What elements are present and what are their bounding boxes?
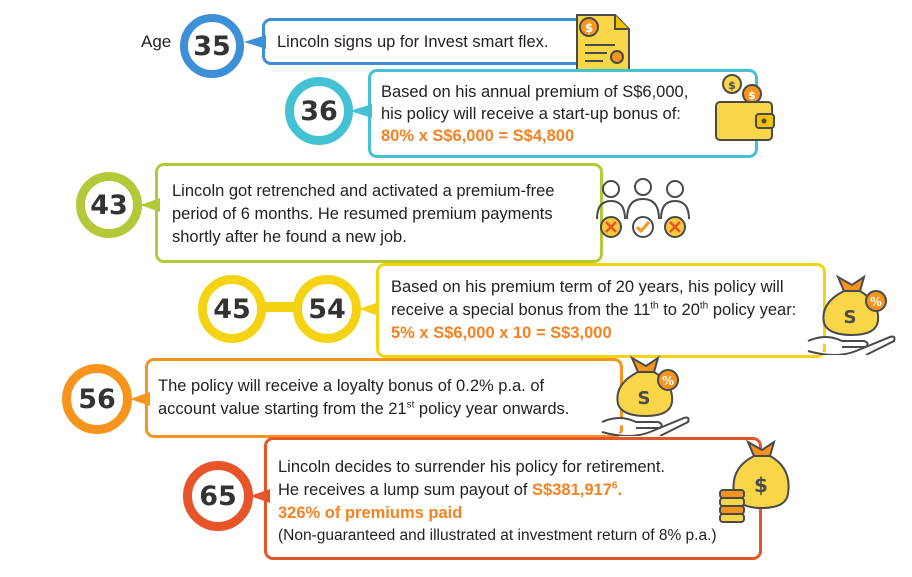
age-range-connector	[248, 302, 308, 312]
money-bag-coins-icon: $	[719, 439, 790, 523]
payout-amount: S$381,917	[532, 481, 612, 499]
people-icon	[596, 178, 690, 238]
svg-text:S: S	[638, 388, 651, 409]
svg-text:%: %	[662, 374, 674, 388]
age-circle-56: 56	[62, 364, 132, 434]
svg-text:$: $	[728, 79, 736, 92]
disclaimer-note: (Non-guaranteed and illustrated at inves…	[278, 527, 717, 544]
age-circle-35: 35	[180, 14, 244, 78]
milestone-line: period of 6 months. He resumed premium p…	[172, 205, 553, 223]
connector-arrow	[359, 302, 379, 316]
money-bag-hand-icon: S %	[601, 355, 690, 436]
svg-text:$: $	[748, 89, 756, 102]
age-circle-65: 65	[183, 461, 253, 531]
age-circle-43: 43	[76, 172, 142, 238]
milestone-box-35	[262, 18, 616, 65]
connector-arrow	[250, 489, 270, 503]
svg-text:%: %	[870, 295, 882, 309]
age-label: Age	[141, 32, 172, 51]
milestone-line: The policy will receive a loyalty bonus …	[158, 377, 545, 395]
svg-text:S: S	[844, 307, 857, 328]
milestone-line: shortly after he found a new job.	[172, 228, 407, 246]
milestone-box-45-54	[376, 263, 826, 358]
milestone-line: Based on his annual premium of S$6,000,	[381, 83, 689, 101]
milestone-line: He receives a lump sum payout of S$381,9…	[278, 480, 623, 499]
milestone-box-43	[155, 163, 603, 263]
bonus-formula: 80% x S$6,000 = S$4,800	[381, 127, 575, 145]
connector-arrow	[140, 198, 160, 212]
certificate-icon: $	[576, 14, 630, 72]
milestone-box-65	[264, 437, 762, 560]
premium-percentage: 326% of premiums paid	[278, 504, 463, 522]
connector-arrow	[244, 35, 266, 49]
wallet-icon: $ $	[715, 74, 775, 141]
milestone-line: account value starting from the 21st pol…	[158, 399, 570, 418]
age-circle-36: 36	[285, 77, 353, 145]
money-bag-hand-icon: S %	[807, 274, 896, 355]
milestone-line: Lincoln got retrenched and activated a p…	[172, 182, 555, 200]
milestone-line: Lincoln decides to surrender his policy …	[278, 458, 666, 476]
connector-arrow	[130, 392, 150, 406]
milestone-line: his policy will receive a start-up bonus…	[381, 105, 681, 123]
age-circle-54: 54	[293, 275, 361, 343]
connector-arrow	[350, 104, 372, 118]
svg-text:$: $	[585, 21, 593, 35]
milestone-box-56	[145, 358, 623, 438]
milestone-line: Based on his premium term of 20 years, h…	[391, 278, 784, 296]
svg-text:$: $	[754, 473, 768, 497]
milestone-line: receive a special bonus from the 11th to…	[391, 300, 797, 319]
bonus-formula: 5% x S$6,000 x 10 = S$3,000	[391, 324, 612, 342]
milestone-text-35: Lincoln signs up for Invest smart flex.	[277, 33, 549, 51]
age-circle-45: 45	[198, 275, 266, 343]
